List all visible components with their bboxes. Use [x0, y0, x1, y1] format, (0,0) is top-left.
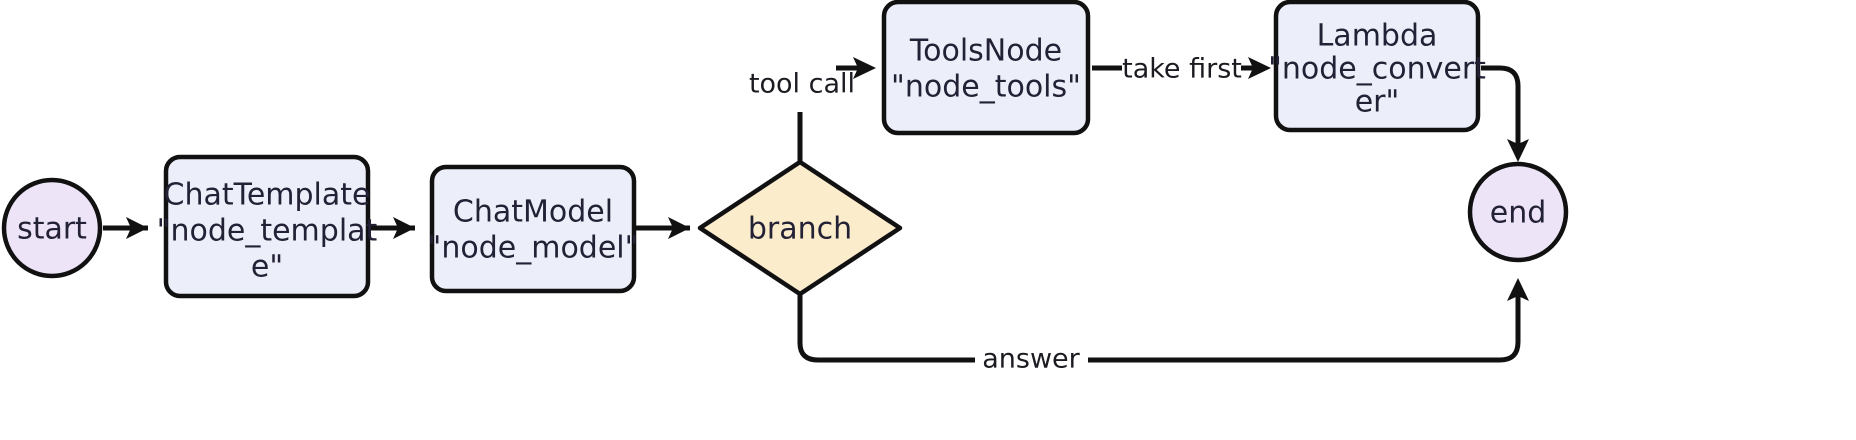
node-tools-label-line2: "node_tools": [891, 70, 1081, 105]
node-chat-model-label-line2: "node_model": [428, 231, 639, 266]
node-converter[interactable]: Lambda "node_convert er": [1268, 0, 1486, 133]
edge-tools-to-converter: [1092, 57, 1271, 79]
edge-template-to-model: [370, 217, 415, 239]
edge-converter-to-end: [1481, 65, 1529, 162]
node-start-label: start: [17, 212, 87, 247]
node-chat-template-label-line3: e": [251, 250, 283, 285]
node-branch-shape[interactable]: [697, 159, 903, 297]
edge-label-answer: answer: [982, 344, 1080, 375]
node-chat-template-label-line1: ChatTemplate: [164, 178, 371, 213]
node-branch-label: branch: [748, 212, 852, 247]
edge-label-take-first: take first: [1122, 54, 1242, 85]
edge-branch-to-tools: [797, 57, 876, 162]
node-converter-label-line2: "node_convert: [1268, 52, 1486, 87]
node-chat-template-label-line2: "node_templat: [157, 214, 378, 249]
node-converter-label-line1: Lambda: [1317, 19, 1438, 54]
node-end-shape[interactable]: [1467, 161, 1569, 263]
node-chat-model-shape[interactable]: [429, 164, 637, 294]
node-converter-shape[interactable]: [1273, 0, 1481, 133]
edge-start-to-template: [103, 217, 148, 239]
node-chat-template-shape[interactable]: [163, 154, 371, 299]
node-converter-label-line3: er": [1355, 85, 1400, 120]
node-chat-model[interactable]: ChatModel "node_model": [428, 164, 639, 294]
node-start[interactable]: start: [1, 177, 103, 279]
node-tools[interactable]: ToolsNode "node_tools": [881, 0, 1091, 136]
edge-label-tool-call: tool call: [749, 69, 855, 100]
node-tools-shape[interactable]: [881, 0, 1091, 136]
node-chat-model-label-line1: ChatModel: [453, 195, 613, 230]
node-tools-label-line1: ToolsNode: [909, 34, 1062, 69]
edge-branch-to-end: [797, 278, 1529, 363]
edge-model-to-branch: [636, 217, 690, 239]
node-start-shape[interactable]: [1, 177, 103, 279]
node-end-label: end: [1490, 196, 1547, 231]
node-chat-template[interactable]: ChatTemplate "node_templat e": [157, 154, 378, 299]
node-end[interactable]: end: [1467, 161, 1569, 263]
node-branch[interactable]: branch: [697, 159, 903, 297]
